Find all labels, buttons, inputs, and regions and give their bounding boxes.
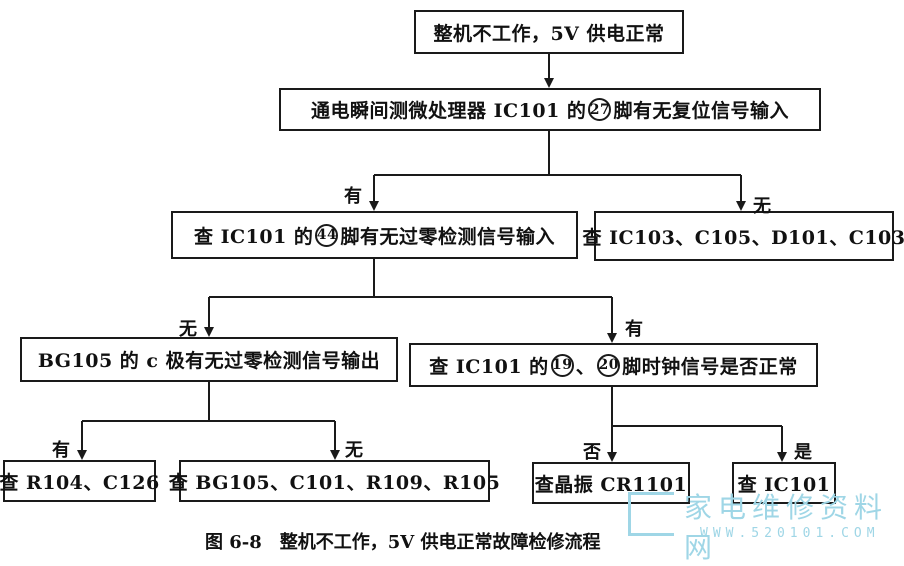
label-no-clock: 否 xyxy=(583,438,601,464)
node-reset-check-post: 脚有无复位信号输入 xyxy=(613,96,789,123)
node-check-ic103-text: 查 IC103、C105、D101、C103 xyxy=(583,223,904,250)
node-clock-check: 查 IC101 的 19 、 20 脚时钟信号是否正常 xyxy=(409,343,818,387)
pin-19-badge: 19 xyxy=(551,354,574,377)
label-yes-zero-cross: 有 xyxy=(625,315,643,341)
label-yes-clock: 是 xyxy=(794,438,812,464)
pin-27-badge: 27 xyxy=(588,98,611,121)
node-check-bg105-text: 查 BG105、C101、R109、R105 xyxy=(169,468,501,495)
node-clock-check-sep: 、 xyxy=(576,352,596,379)
node-zero-cross-input-pre: 查 IC101 的 xyxy=(194,222,313,249)
watermark-logo xyxy=(628,492,674,536)
pin-44-badge: 44 xyxy=(315,224,338,247)
node-start: 整机不工作，5V 供电正常 xyxy=(414,10,684,54)
node-zero-cross-input-post: 脚有无过零检测信号输入 xyxy=(340,222,555,249)
watermark-url: WWW.520101.COM xyxy=(700,526,880,541)
node-bg105-output-text: BG105 的 c 极有无过零检测信号输出 xyxy=(38,346,380,373)
node-reset-check-pre: 通电瞬间测微处理器 IC101 的 xyxy=(311,96,586,123)
pin-20-badge: 20 xyxy=(597,354,620,377)
node-zero-cross-input: 查 IC101 的 44 脚有无过零检测信号输入 xyxy=(171,211,578,259)
node-check-bg105: 查 BG105、C101、R109、R105 xyxy=(179,460,490,502)
node-clock-check-post: 脚时钟信号是否正常 xyxy=(622,352,798,379)
node-check-ic103: 查 IC103、C105、D101、C103 xyxy=(594,211,894,261)
node-bg105-output: BG105 的 c 极有无过零检测信号输出 xyxy=(20,337,398,382)
label-yes-bg105: 有 xyxy=(52,436,70,462)
figure-caption: 图 6-8 整机不工作，5V 供电正常故障检修流程 xyxy=(205,528,601,554)
node-check-r104: 查 R104、C126 xyxy=(3,460,156,502)
node-reset-check: 通电瞬间测微处理器 IC101 的 27 脚有无复位信号输入 xyxy=(279,88,821,131)
label-no-bg105: 无 xyxy=(345,436,363,462)
node-start-text: 整机不工作，5V 供电正常 xyxy=(433,19,664,46)
node-clock-check-pre: 查 IC101 的 xyxy=(429,352,548,379)
label-no-zero-cross: 无 xyxy=(179,315,197,341)
label-yes-reset: 有 xyxy=(344,182,362,208)
label-no-reset: 无 xyxy=(753,192,771,218)
node-check-r104-text: 查 R104、C126 xyxy=(0,468,160,495)
